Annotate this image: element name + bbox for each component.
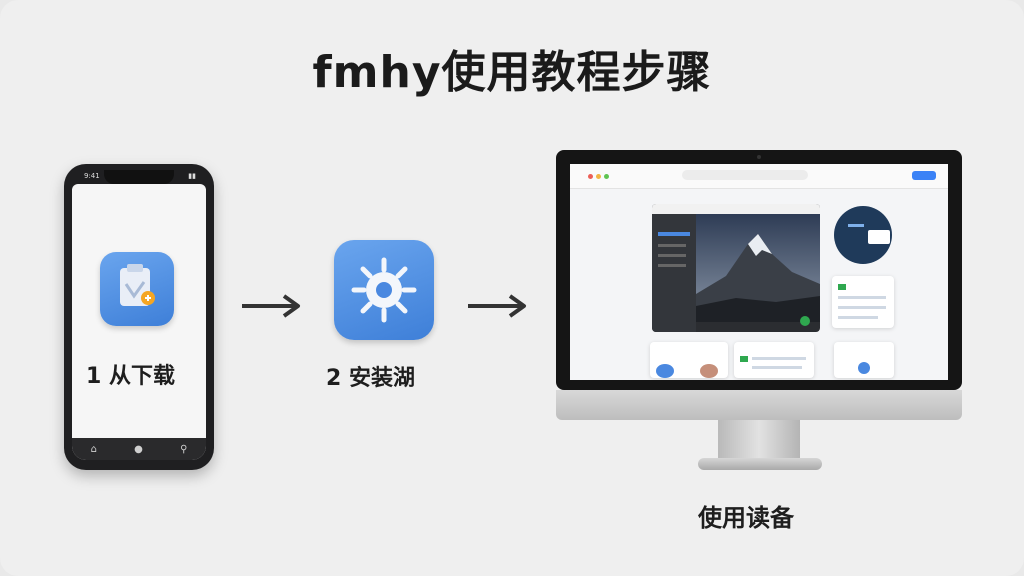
webcam-dot — [757, 155, 761, 159]
home-icon: ⌂ — [90, 443, 97, 455]
arrow-right-icon — [242, 294, 300, 318]
arrow-right-icon — [468, 294, 526, 318]
step-3-label: 使用读备 — [698, 504, 794, 532]
gear-app-icon — [334, 240, 434, 340]
phone-illustration: 1 从下载 ⌂ ● ⚲ 9:41 ▮▮ — [64, 164, 214, 470]
monitor-chin — [556, 390, 962, 420]
share-button-shape — [912, 171, 936, 180]
monitor-illustration — [556, 150, 962, 390]
mountain-image — [696, 214, 820, 322]
phone-screen: 1 从下载 ⌂ ● ⚲ — [72, 184, 206, 460]
app-window — [652, 204, 820, 332]
app-sidebar — [652, 214, 696, 332]
play-button-shape — [800, 316, 810, 326]
monitor-stand-neck — [718, 420, 800, 460]
bottom-card-3 — [834, 342, 894, 378]
info-card — [832, 276, 894, 328]
phone-tab-bar: ⌂ ● ⚲ — [72, 438, 206, 460]
monitor-screen — [570, 164, 948, 380]
monitor-stand-base — [698, 458, 822, 470]
circle-icon: ● — [134, 443, 143, 455]
user-icon: ⚲ — [180, 443, 188, 455]
bottom-card-1 — [650, 342, 728, 378]
phone-notch — [104, 170, 174, 184]
browser-toolbar — [570, 164, 948, 189]
status-time: 9:41 — [84, 172, 100, 180]
battery-icon: ▮▮ — [188, 172, 196, 180]
bottom-card-2 — [734, 342, 814, 378]
diagram-title: fmhy使用教程步骤 — [312, 47, 712, 98]
address-bar — [682, 170, 808, 180]
clipboard-app-icon — [100, 252, 174, 326]
circle-widget — [834, 206, 892, 264]
step-1-label: 1 从下载 — [86, 364, 175, 389]
step-2-label: 2 安装湖 — [326, 366, 415, 391]
gear-icon — [351, 257, 417, 323]
clipboard-icon — [120, 264, 155, 306]
